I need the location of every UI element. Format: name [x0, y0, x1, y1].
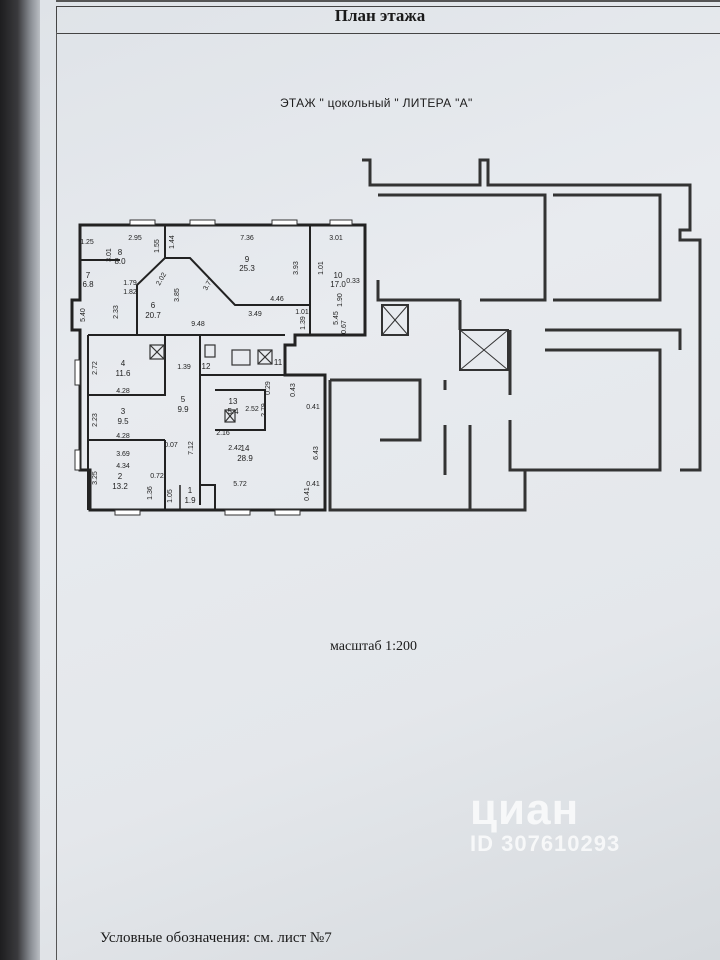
- room-7-area: 6.8: [82, 280, 94, 289]
- binder-spine: [0, 0, 44, 960]
- dim: 0.41: [306, 404, 320, 411]
- room-1-area: 1.9: [184, 496, 196, 505]
- dim: 1.79: [123, 280, 137, 287]
- dim: 2.23: [92, 413, 99, 427]
- floor-plan: 1 1.9 2 13.2 3 9.5 4 11.6 5 9.9 6 20.7 7…: [70, 158, 702, 516]
- dim: 0.72: [150, 473, 164, 480]
- dim: 3.25: [92, 471, 99, 485]
- dim: 7.12: [188, 441, 195, 455]
- dim: 2.79: [261, 403, 268, 417]
- dim: 1.25: [80, 239, 94, 246]
- room-4-area: 11.6: [116, 369, 132, 378]
- shaft-1: [381, 304, 409, 336]
- dim: 1.55: [154, 239, 161, 253]
- dim: 4.28: [116, 433, 130, 440]
- adjacent-structures: [328, 158, 702, 512]
- dim: 4.46: [270, 296, 284, 303]
- header-box: [56, 6, 720, 34]
- watermark-brand: циан: [470, 785, 580, 834]
- dim: 3.01: [329, 235, 343, 242]
- shaft-2: [459, 329, 509, 371]
- room-11-number: 11: [274, 358, 283, 367]
- dim: 3.01: [106, 248, 113, 262]
- room-5-number: 5: [181, 395, 186, 404]
- dimension-labels: 1.25 2.95 1.44 7.36 3.01 3.01 1.55 1.79 …: [80, 235, 360, 503]
- room-10-area: 17.0: [330, 280, 346, 289]
- dim: 3.77: [202, 277, 215, 292]
- dim: 3.93: [293, 261, 300, 275]
- dim: 0.43: [290, 383, 297, 397]
- premises-walls: [70, 223, 367, 512]
- room-3-number: 3: [121, 407, 126, 416]
- dim: 1.01: [295, 309, 309, 316]
- watermark: циан ID 307610293: [470, 785, 620, 857]
- dim: 1.82: [123, 289, 137, 296]
- dim: 0.41: [304, 487, 311, 501]
- dim: 1.44: [169, 235, 176, 249]
- sanitary-fixtures: [149, 344, 273, 423]
- floor-caption: ЭТАЖ " цокольный " ЛИТЕРА "А": [280, 96, 473, 110]
- dim: 0.33: [346, 278, 360, 285]
- dim: 2.42: [228, 445, 242, 452]
- room-2-number: 2: [118, 472, 123, 481]
- room-5-area: 9.9: [177, 405, 189, 414]
- document-sheet: План этажа ЭТАЖ " цокольный " ЛИТЕРА "А": [40, 0, 720, 960]
- dim: 1.01: [318, 261, 325, 275]
- dim: 2.52: [245, 406, 259, 413]
- dim: 2.02: [155, 272, 168, 287]
- sheet-frame: [56, 32, 720, 960]
- dim: 1.39: [300, 316, 307, 330]
- dim: 9.48: [191, 321, 205, 328]
- room-7-number: 7: [86, 271, 91, 280]
- watermark-id: ID 307610293: [470, 831, 621, 856]
- room-13-area: 5.4: [227, 407, 239, 416]
- dim: 5.40: [80, 308, 87, 322]
- room-9-number: 9: [245, 255, 250, 264]
- room-14-area: 28.9: [237, 454, 253, 463]
- dim: 0.07: [164, 442, 178, 449]
- dim: 6.43: [313, 446, 320, 460]
- dim: 4.28: [116, 388, 130, 395]
- room-2-area: 13.2: [112, 482, 128, 491]
- room-13-number: 13: [229, 397, 238, 406]
- dim: 2.16: [216, 430, 230, 437]
- dim: 1.39: [177, 364, 191, 371]
- room-6-number: 6: [151, 301, 156, 310]
- header-rule: [56, 0, 720, 2]
- dim: 2.95: [128, 235, 142, 242]
- room-10-number: 10: [334, 271, 343, 280]
- dim: 0.29: [265, 381, 272, 395]
- dim: 4.34: [116, 463, 130, 470]
- dim: 0.41: [306, 481, 320, 488]
- page-title: План этажа: [334, 6, 426, 25]
- dim: 0.67: [341, 320, 348, 334]
- dim: 3.85: [174, 288, 181, 302]
- room-14-number: 14: [241, 444, 250, 453]
- room-labels: 1 1.9 2 13.2 3 9.5 4 11.6 5 9.9 6 20.7 7…: [82, 248, 346, 505]
- dim: 5.45: [333, 311, 340, 325]
- window-marks: [74, 219, 353, 516]
- dim: 1.36: [147, 486, 154, 500]
- room-12-number: 12: [202, 362, 211, 371]
- dim: 2.72: [92, 361, 99, 375]
- room-1-number: 1: [188, 486, 193, 495]
- dim: 3.49: [248, 311, 262, 318]
- room-8-number: 8: [118, 248, 123, 257]
- dim: 2.33: [113, 305, 120, 319]
- dim: 3.69: [116, 451, 130, 458]
- room-6-area: 20.7: [145, 311, 161, 320]
- scale-label: масштаб 1:200: [330, 639, 417, 654]
- dim: 1.90: [337, 293, 344, 307]
- room-8-area: 8.0: [114, 257, 126, 266]
- room-4-number: 4: [121, 359, 126, 368]
- dim: 1.05: [167, 489, 174, 503]
- room-3-area: 9.5: [117, 417, 129, 426]
- dim: 7.36: [240, 235, 254, 242]
- dim: 5.72: [233, 481, 247, 488]
- room-9-area: 25.3: [239, 264, 255, 273]
- legend-note: Условные обозначения: см. лист №7: [100, 930, 332, 946]
